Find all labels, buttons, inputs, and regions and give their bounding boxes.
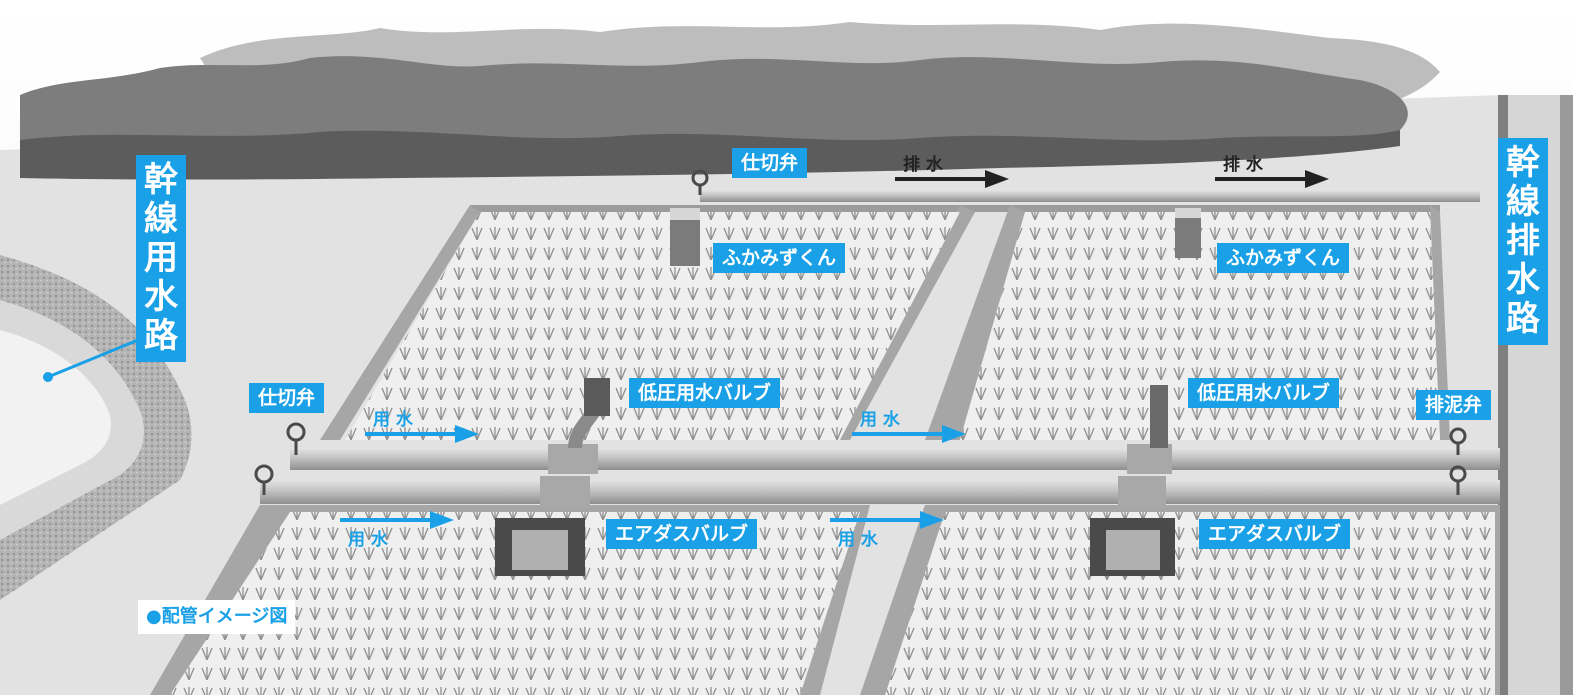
main-supply-canal-label: 幹 線 用 水 路 (136, 155, 186, 362)
main-drain-canal-char: 路 (1506, 299, 1540, 339)
main-supply-canal-char: 水 (144, 277, 178, 317)
low-pressure-valve-left-label: 低圧用水バルブ (629, 378, 781, 408)
supply-arrow-text: 用 水 (373, 410, 413, 430)
fukamizukun-right-label: ふかみずくん (1217, 243, 1350, 273)
supply-pipe-upper (290, 448, 1500, 470)
main-drain-canal-char: 幹 (1506, 143, 1540, 183)
canal-pointer-line (47, 338, 139, 379)
supply-arrow-text: 用 水 (860, 410, 900, 430)
fukamizukun-left-label: ふかみずくん (713, 243, 846, 273)
drain-valve-label: 排泥弁 (1416, 390, 1492, 420)
drain-flow-arrow: 排 水 (895, 155, 1010, 188)
gate-valve-top-handle (691, 169, 709, 195)
air-valve-left-label: エアダスバルブ (606, 519, 758, 549)
supply-flow-arrow: 用 水 (852, 410, 967, 443)
diagram-caption: ●配管イメージ図 (138, 600, 296, 634)
supply-flow-arrow: 用 水 (365, 410, 480, 443)
low-pressure-valve-right-label: 低圧用水バルブ (1188, 378, 1340, 408)
low-pressure-valve-left-body (584, 378, 610, 416)
drain-flow-arrow: 排 水 (1215, 155, 1330, 188)
supply-arrow-text: 用 水 (348, 530, 388, 550)
drain-pipe (700, 190, 1480, 202)
main-drain-canal-char: 線 (1506, 182, 1540, 222)
gate-valve-top-label: 仕切弁 (732, 148, 808, 178)
main-drain-canal-char: 排 (1506, 221, 1540, 261)
levee-top (470, 205, 1440, 212)
supply-flow-arrow: 用 水 (830, 511, 945, 552)
tree-line-shadow (20, 130, 1400, 180)
supply-arrow-text: 用 水 (838, 530, 878, 550)
main-drain-canal-label: 幹 線 排 水 路 (1498, 138, 1548, 345)
main-drain-canal-char: 水 (1506, 260, 1540, 300)
main-supply-canal-char: 幹 (144, 160, 178, 200)
gate-valve-left-handle (254, 422, 306, 495)
supply-flow-arrow: 用 水 (340, 511, 455, 552)
drain-arrow-text: 排 水 (903, 155, 943, 175)
drain-arrow-text: 排 水 (1223, 155, 1263, 175)
supply-pipe-lower (260, 480, 1500, 504)
drain-valve-handle (1449, 427, 1467, 495)
main-supply-canal-char: 線 (144, 199, 178, 239)
air-valve-right-label: エアダスバルブ (1199, 519, 1351, 549)
main-supply-canal-char: 用 (144, 238, 178, 278)
gate-valve-left-label: 仕切弁 (249, 383, 325, 413)
canal-pointer-dot (43, 372, 53, 382)
main-supply-canal-char: 路 (144, 316, 178, 356)
